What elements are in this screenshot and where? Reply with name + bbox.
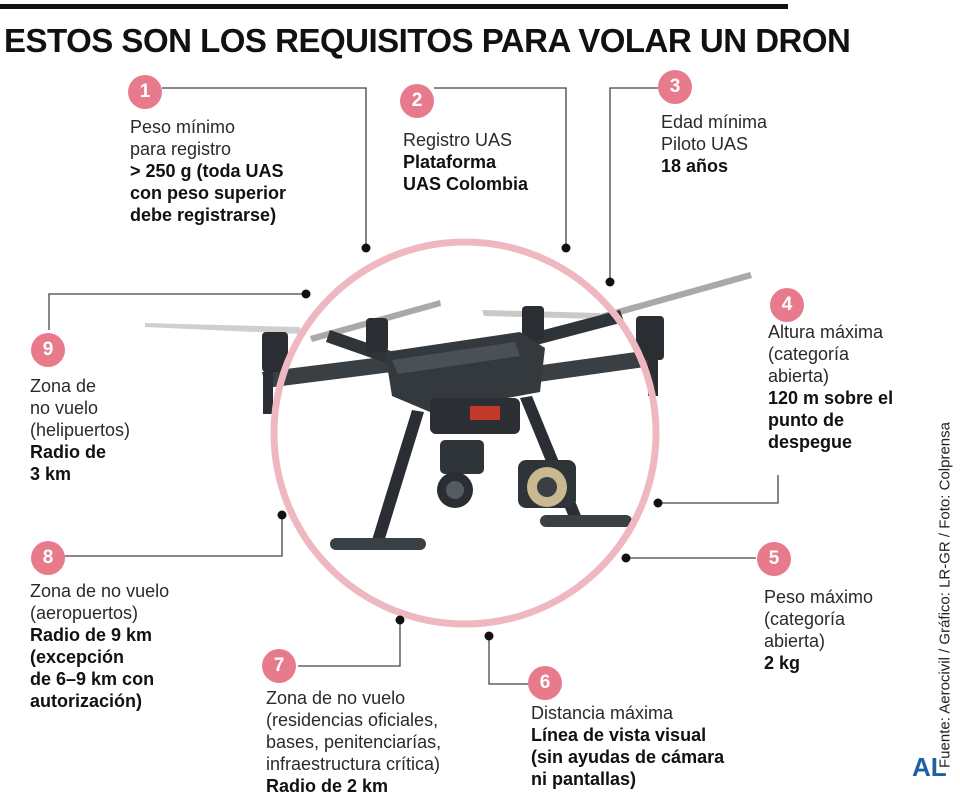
number-badge-9: 9	[31, 333, 65, 367]
requirement-peso-maximo: Peso máximo (categoría abierta) 2 kg	[764, 586, 873, 674]
number-badge-2: 2	[400, 84, 434, 118]
number-badge-7: 7	[262, 649, 296, 683]
requirement-value: 2 kg	[764, 653, 801, 673]
requirement-edad-minima: Edad mínima Piloto UAS 18 años	[661, 111, 767, 177]
requirement-label: Peso mínimo para registro	[130, 117, 236, 159]
requirement-value: Línea de vista visual (sin ayudas de cám…	[531, 725, 725, 789]
requirement-value: Plataforma UAS Colombia	[403, 152, 529, 194]
requirement-label: Zona de no vuelo (residencias oficiales,…	[266, 688, 442, 774]
number-badge-3: 3	[658, 70, 692, 104]
requirement-label: Peso máximo (categoría abierta)	[764, 587, 874, 651]
leader-lines	[48, 87, 779, 685]
page-title: ESTOS SON LOS REQUISITOS PARA VOLAR UN D…	[4, 22, 851, 59]
requirement-value: > 250 g (toda UAS con peso superior debe…	[130, 161, 287, 225]
source-credit: Fuente: Aerocivil / Gráfico: LR-GR / Fot…	[936, 422, 954, 768]
requirement-value: 18 años	[661, 156, 729, 176]
number-badge-6: 6	[528, 666, 562, 700]
pink-ring	[270, 238, 660, 628]
requirement-label: Edad mínima Piloto UAS	[661, 112, 768, 154]
number-badge-8: 8	[31, 541, 65, 575]
requirement-distancia-maxima: Distancia máxima Línea de vista visual (…	[531, 702, 724, 790]
requirement-value: 120 m sobre el punto de despegue	[768, 388, 894, 452]
requirement-value: Radio de 3 km	[30, 442, 107, 484]
publisher-logo: AL	[912, 752, 947, 782]
number-badge-5: 5	[757, 542, 791, 576]
top-rule	[0, 4, 788, 9]
requirement-label: Altura máxima (categoría abierta)	[768, 322, 884, 386]
requirement-zona-helipuertos: Zona de no vuelo (helipuertos) Radio de …	[30, 375, 130, 485]
requirement-registro: Registro UAS Plataforma UAS Colombia	[403, 129, 528, 195]
requirement-label: Registro UAS	[403, 130, 513, 150]
number-badge-4: 4	[770, 288, 804, 322]
requirement-peso-minimo: Peso mínimo para registro > 250 g (toda …	[130, 116, 286, 226]
requirement-value: Radio de 9 km (excepción de 6–9 km con a…	[30, 625, 155, 711]
requirement-zona-aeropuertos: Zona de no vuelo (aeropuertos) Radio de …	[30, 580, 169, 712]
requirement-zona-infraestructura: Zona de no vuelo (residencias oficiales,…	[266, 687, 441, 797]
requirement-label: Zona de no vuelo (helipuertos)	[30, 376, 131, 440]
requirement-altura-maxima: Altura máxima (categoría abierta) 120 m …	[768, 321, 893, 453]
number-badge-1: 1	[128, 75, 162, 109]
requirement-value: Radio de 2 km	[266, 776, 389, 796]
drone-illustration	[145, 272, 752, 550]
requirement-label: Distancia máxima	[531, 703, 674, 723]
requirement-label: Zona de no vuelo (aeropuertos)	[30, 581, 170, 623]
connection-dots	[277, 243, 663, 641]
